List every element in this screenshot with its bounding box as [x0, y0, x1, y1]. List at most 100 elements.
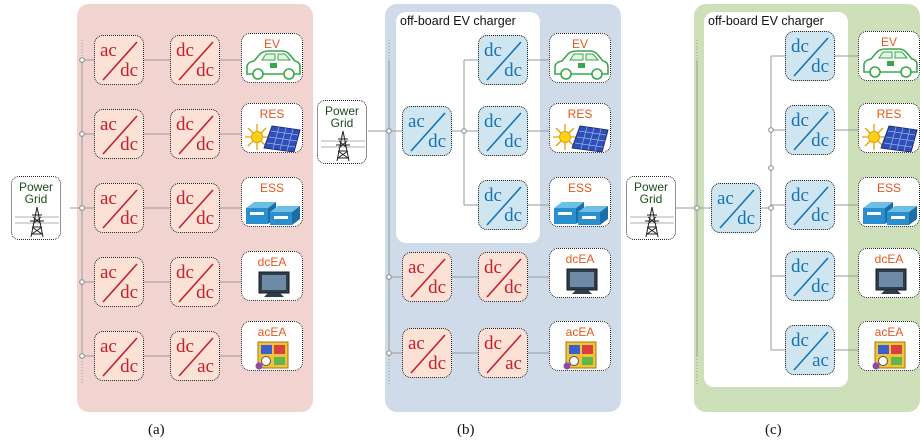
converter-input-label: ac — [100, 40, 117, 61]
converter-input-label: dc — [176, 40, 194, 61]
converter-input-label: ac — [408, 333, 425, 354]
power-grid-label-line1: Power — [324, 104, 359, 118]
load-label: ESS — [259, 181, 284, 195]
converter-output-label: dc — [428, 277, 446, 298]
converter-ac-dc: ac dc — [94, 257, 144, 307]
converter-input-label: dc — [484, 40, 502, 61]
monitor-icon — [566, 268, 598, 294]
transmission-tower-icon — [321, 130, 365, 162]
monitor-icon — [258, 271, 290, 297]
converter-input-label: ac — [100, 188, 117, 209]
load-label: dcEA — [257, 255, 287, 269]
converter-output-label: dc — [120, 208, 138, 229]
converter-input-label: dc — [791, 36, 809, 57]
converter-input-label: ac — [100, 114, 117, 135]
converter-output-label: dc — [811, 205, 829, 226]
caption-a: (a) — [148, 422, 165, 438]
converter-output-label: dc — [196, 60, 214, 81]
converter-input-label: dc — [791, 110, 809, 131]
converter-dc-ac: dc ac — [170, 331, 220, 381]
caption-b: (b) — [457, 422, 475, 438]
converter-output-label: dc — [811, 130, 829, 151]
converter-ac-dc: ac dc — [94, 109, 144, 159]
converter-ac-dc: ac dc — [402, 252, 452, 302]
load-ev: EV — [549, 33, 611, 83]
load-label: acEA — [874, 325, 904, 339]
converter-output-label: dc — [120, 356, 138, 377]
car-icon — [246, 50, 301, 80]
load-label: dcEA — [565, 252, 595, 266]
load-ev: EV — [241, 33, 303, 83]
caption-c: (c) — [765, 422, 782, 438]
car-icon — [554, 50, 609, 80]
transmission-tower-icon — [15, 206, 59, 238]
converter-dc-dc: dc dc — [170, 35, 220, 85]
converter-ac-dc: ac dc — [711, 183, 761, 233]
load-label: dcEA — [874, 252, 904, 266]
converter-output-label: dc — [120, 134, 138, 155]
converter-output-label: dc — [504, 131, 522, 152]
converter-input-label: ac — [100, 336, 117, 357]
load-dcea: dcEA — [549, 248, 611, 298]
load-label: ESS — [567, 181, 592, 195]
appliance-icon — [563, 341, 597, 370]
solar-panel-icon — [553, 124, 609, 152]
load-label: RES — [876, 107, 902, 121]
solar-panel-icon — [862, 124, 918, 152]
load-label: EV — [263, 37, 280, 51]
load-label: EV — [571, 37, 588, 51]
load-label: ESS — [876, 181, 901, 195]
converter-input-label: dc — [484, 333, 502, 354]
converter-ac-dc: ac dc — [94, 35, 144, 85]
offboard-charger-title-c: off-board EV charger — [708, 14, 824, 28]
converter-output-label: ac — [812, 350, 829, 371]
converter-output-label: dc — [504, 277, 522, 298]
converter-input-label: dc — [176, 114, 194, 135]
converter-output-label: ac — [197, 356, 214, 377]
converter-input-label: dc — [176, 336, 194, 357]
converter-output-label: dc — [811, 56, 829, 77]
converter-input-label: ac — [717, 188, 734, 209]
transmission-tower-icon — [630, 206, 674, 238]
load-res: RES — [241, 103, 303, 153]
converter-input-label: dc — [791, 185, 809, 206]
power-grid-b: Power Grid — [317, 100, 367, 164]
power-grid-a: Power Grid — [11, 176, 61, 240]
load-label: acEA — [565, 325, 595, 339]
appliance-icon — [255, 341, 289, 370]
load-ess: ESS — [241, 177, 303, 227]
converter-dc-dc: dc dc — [478, 35, 528, 85]
converter-dc-dc: dc dc — [478, 180, 528, 230]
converter-dc-dc: dc dc — [170, 109, 220, 159]
power-grid-label-line2: Grid — [24, 192, 48, 206]
load-acea: acEA — [549, 321, 611, 371]
converter-output-label: dc — [428, 131, 446, 152]
load-acea: acEA — [858, 321, 920, 371]
power-grid-c: Power Grid — [626, 176, 676, 240]
converter-output-label: dc — [196, 134, 214, 155]
power-grid-label-line2: Grid — [639, 192, 663, 206]
battery-icon — [863, 202, 917, 225]
converter-output-label: dc — [120, 282, 138, 303]
converter-ac-dc: ac dc — [94, 183, 144, 233]
load-label: RES — [259, 107, 285, 121]
converter-dc-dc: dc dc — [785, 105, 835, 155]
load-res: RES — [858, 103, 920, 153]
load-acea: acEA — [241, 321, 303, 371]
converter-output-label: ac — [505, 353, 522, 374]
converter-input-label: dc — [484, 111, 502, 132]
converter-input-label: dc — [176, 188, 194, 209]
converter-output-label: dc — [428, 353, 446, 374]
converter-ac-dc: ac dc — [402, 106, 452, 156]
converter-dc-dc: dc dc — [785, 31, 835, 81]
battery-icon — [246, 202, 300, 225]
load-dcea: dcEA — [241, 251, 303, 301]
power-grid-label-line2: Grid — [330, 116, 354, 130]
converter-dc-ac: dc ac — [478, 328, 528, 378]
converter-dc-ac: dc ac — [785, 325, 835, 375]
load-label: acEA — [257, 325, 287, 339]
converter-input-label: dc — [484, 257, 502, 278]
power-grid-label-line1: Power — [633, 180, 668, 194]
